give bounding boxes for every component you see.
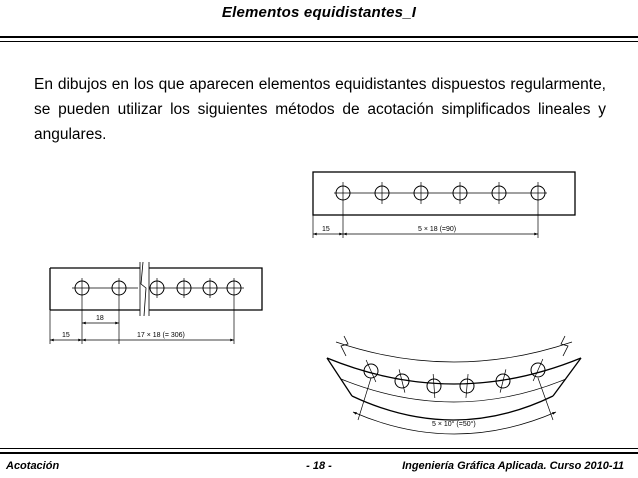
curved-plate-drawing xyxy=(326,335,582,435)
dim-pitch-label: 5 × 18 (=90) xyxy=(418,226,456,233)
slide-title: Elementos equidistantes_I xyxy=(221,4,417,21)
header-rule-thin xyxy=(0,41,638,42)
dim-pitch-label-broken: 17 × 18 (= 306) xyxy=(137,332,185,339)
header-rule xyxy=(0,36,638,38)
footer-rule xyxy=(0,452,638,454)
footer-course: Ingeniería Gráfica Aplicada. Curso 2010-… xyxy=(402,460,624,472)
dim-angular-label: 5 × 10° (=50°) xyxy=(432,420,476,428)
broken-plate-drawing xyxy=(49,261,263,344)
dim-start-label: 15 xyxy=(322,226,330,233)
footer-page-number: - 18 - xyxy=(306,460,332,472)
footer-topic: Acotación xyxy=(6,460,60,472)
linear-plate-drawing xyxy=(312,171,576,238)
footer-rule-thin xyxy=(0,448,638,449)
dim-start-label-broken: 15 xyxy=(62,332,70,339)
intro-paragraph: En dibujos en los que aparecen elementos… xyxy=(34,76,606,143)
dim-spacing-label: 18 xyxy=(96,315,104,322)
